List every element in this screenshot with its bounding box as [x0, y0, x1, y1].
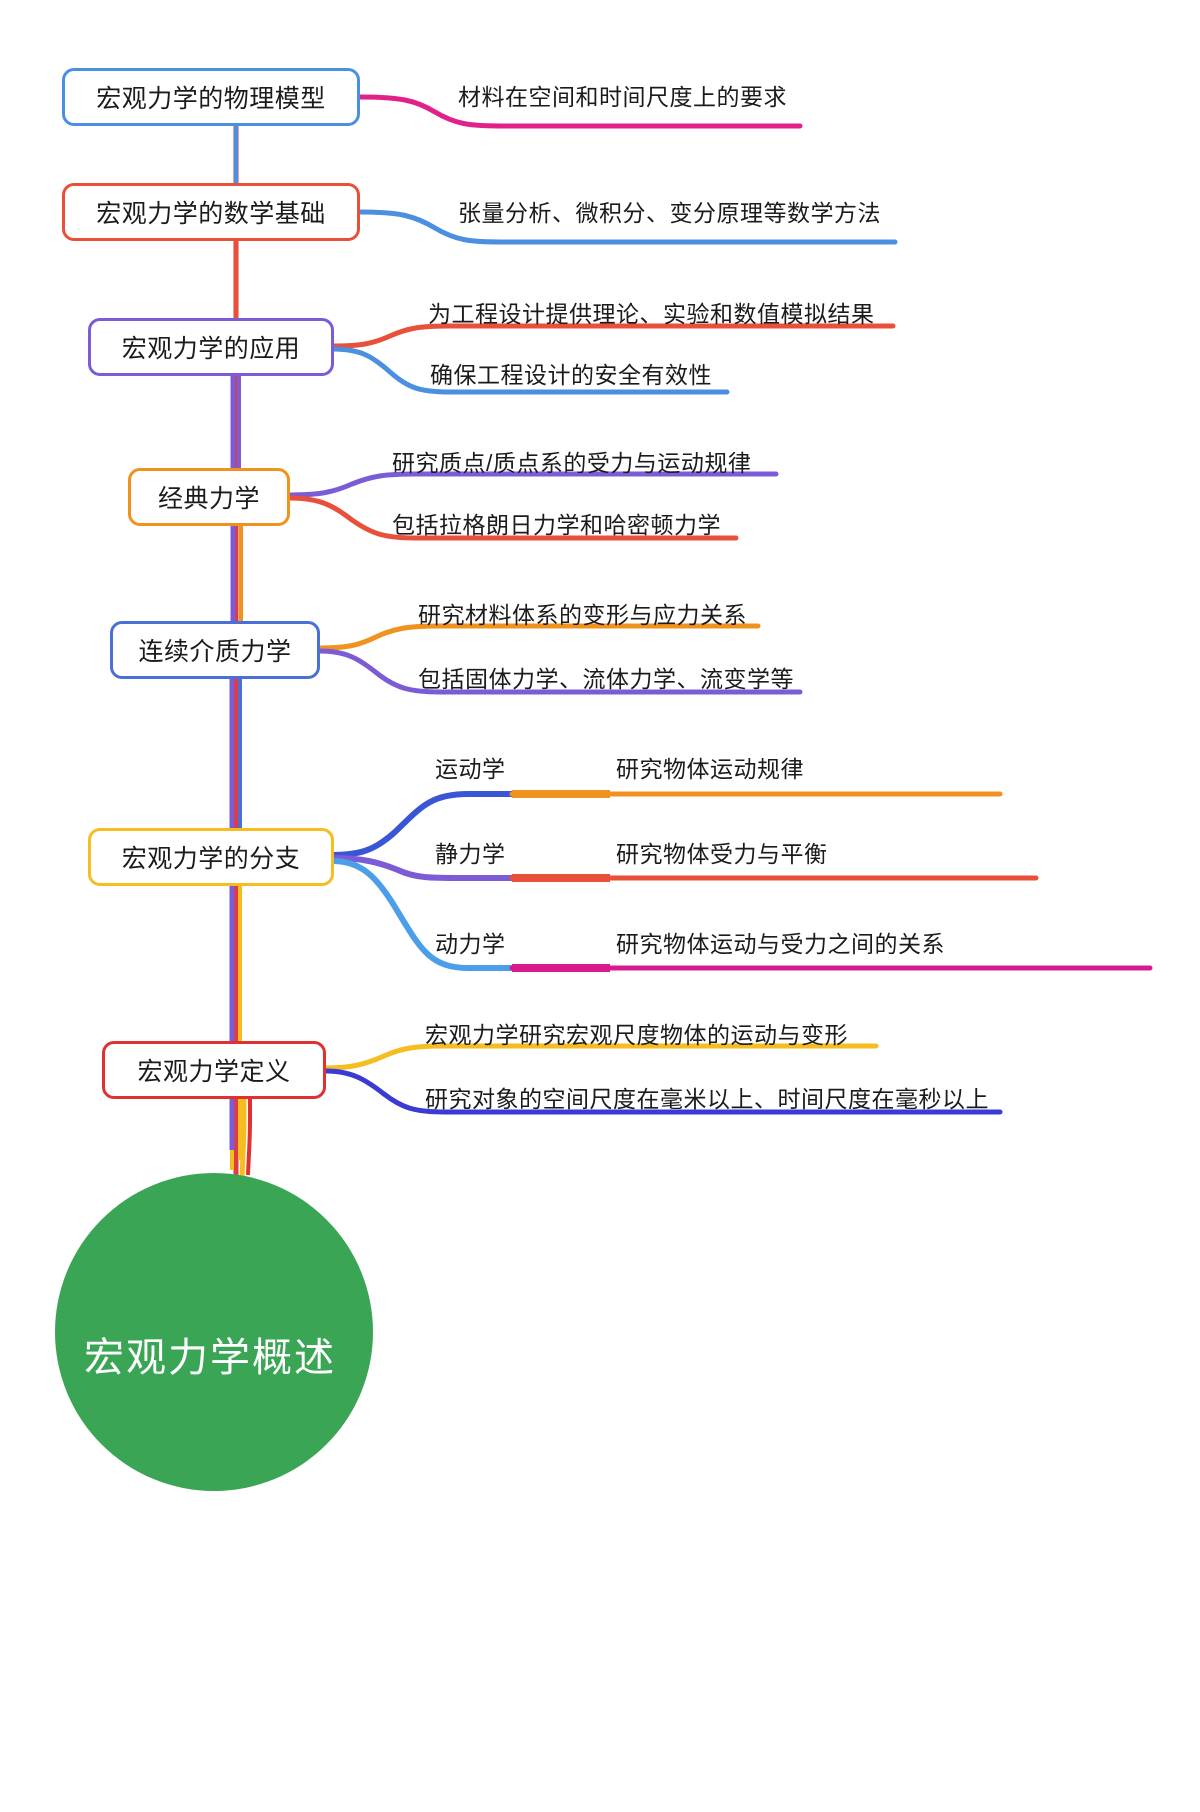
leaf-application-2: 确保工程设计的安全有效性: [430, 364, 712, 387]
leaf-label: 包括固体力学、流体力学、流变学等: [418, 666, 794, 692]
node-label: 宏观力学的分支: [121, 845, 301, 873]
leaf-label: 研究物体运动与受力之间的关系: [616, 931, 945, 957]
leaf-label: 研究物体运动规律: [616, 756, 804, 782]
leaf-continuum-2: 包括固体力学、流体力学、流变学等: [418, 668, 794, 691]
leaf-physical-model-1: 材料在空间和时间尺度上的要求: [458, 86, 787, 109]
node-physical-model[interactable]: 宏观力学的物理模型: [62, 68, 360, 126]
node-definition[interactable]: 宏观力学定义: [102, 1041, 326, 1099]
leaf-dynamics-desc: 研究物体运动与受力之间的关系: [616, 933, 945, 956]
leaf-label: 材料在空间和时间尺度上的要求: [458, 84, 787, 110]
leaf-label: 确保工程设计的安全有效性: [430, 362, 712, 388]
connector-b4-c1: [287, 471, 779, 498]
connector-b5-c1: [317, 623, 761, 651]
leaf-classical-2: 包括拉格朗日力学和哈密顿力学: [392, 514, 721, 537]
node-continuum-mechanics[interactable]: 连续介质力学: [110, 621, 320, 679]
leaf-label: 张量分析、微积分、变分原理等数学方法: [458, 200, 881, 226]
node-label: 宏观力学的数学基础: [96, 200, 326, 228]
leaf-continuum-1: 研究材料体系的变形与应力关系: [418, 604, 747, 627]
node-label: 宏观力学的应用: [121, 335, 301, 363]
node-math-foundation[interactable]: 宏观力学的数学基础: [62, 183, 360, 241]
sublabel-kinematics: 运动学: [435, 758, 506, 781]
sublabel-text: 静力学: [435, 841, 506, 867]
leaf-label: 研究质点/质点系的受力与运动规律: [392, 450, 752, 476]
leaf-math-foundation-1: 张量分析、微积分、变分原理等数学方法: [458, 202, 881, 225]
node-label: 宏观力学定义: [137, 1058, 291, 1086]
leaf-definition-1: 宏观力学研究宏观尺度物体的运动与变形: [425, 1024, 848, 1047]
sublabel-text: 动力学: [435, 931, 506, 957]
node-label: 经典力学: [157, 485, 260, 513]
leaf-kinematics-desc: 研究物体运动规律: [616, 758, 804, 781]
leaf-application-1: 为工程设计提供理论、实验和数值模拟结果: [428, 303, 875, 326]
sublabel-text: 运动学: [435, 756, 506, 782]
leaf-label: 研究材料体系的变形与应力关系: [418, 602, 747, 628]
node-branches[interactable]: 宏观力学的分支: [88, 828, 334, 886]
leaf-label: 包括拉格朗日力学和哈密顿力学: [392, 512, 721, 538]
node-label: 连续介质力学: [138, 638, 292, 666]
root-node-label: 宏观力学概述: [84, 1336, 336, 1380]
node-classical-mechanics[interactable]: 经典力学: [128, 468, 290, 526]
leaf-classical-1: 研究质点/质点系的受力与运动规律: [392, 452, 751, 475]
sublabel-dynamics: 动力学: [435, 933, 506, 956]
node-label: 宏观力学的物理模型: [96, 85, 326, 113]
leaf-statics-desc: 研究物体受力与平衡: [616, 843, 828, 866]
leaf-label: 为工程设计提供理论、实验和数值模拟结果: [428, 301, 875, 327]
leaf-definition-2: 研究对象的空间尺度在毫米以上、时间尺度在毫秒以上: [425, 1088, 989, 1111]
connector-b3-c1: [330, 323, 896, 349]
root-node-circle[interactable]: 宏观力学概述: [55, 1173, 373, 1491]
sublabel-statics: 静力学: [435, 843, 506, 866]
leaf-label: 研究物体受力与平衡: [616, 841, 828, 867]
connector-b7-c1: [323, 1043, 879, 1071]
leaf-label: 宏观力学研究宏观尺度物体的运动与变形: [425, 1022, 848, 1048]
leaf-label: 研究对象的空间尺度在毫米以上、时间尺度在毫秒以上: [425, 1086, 989, 1112]
node-application[interactable]: 宏观力学的应用: [88, 318, 334, 376]
